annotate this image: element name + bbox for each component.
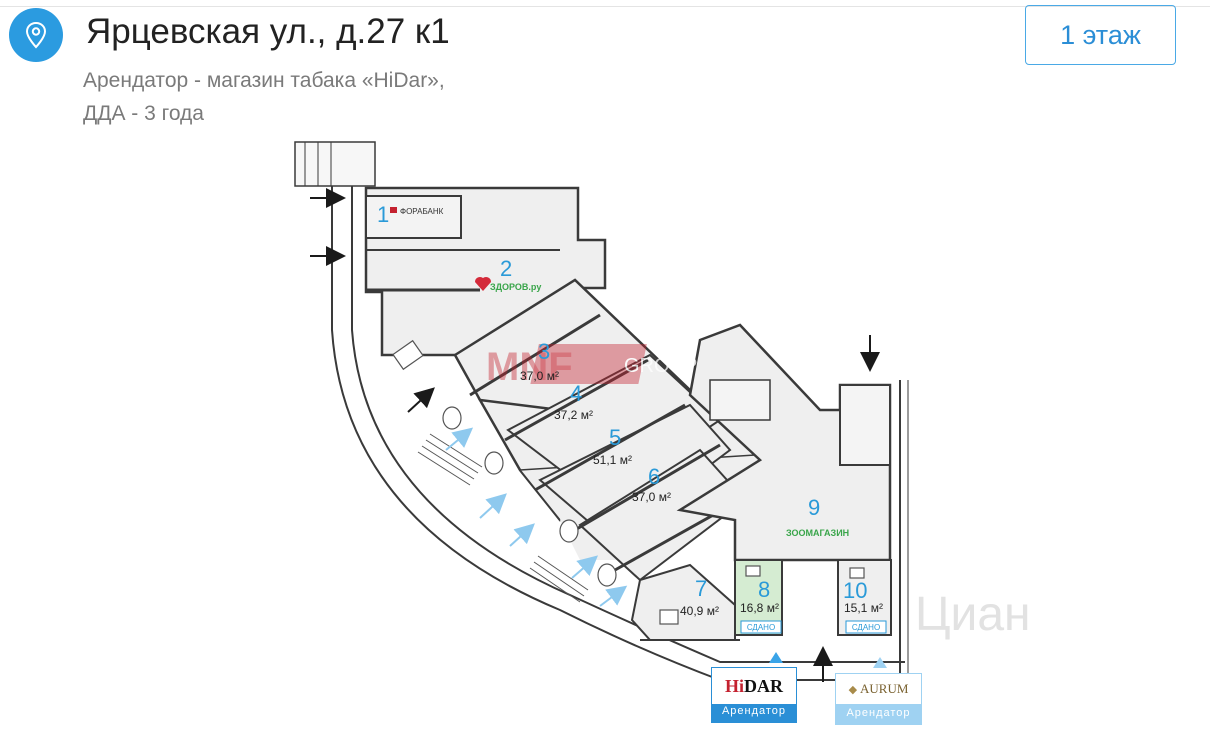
room-10-area: 15,1 м² [844, 601, 883, 615]
room-1-tenant: ФОРАБАНК [400, 207, 444, 216]
hidar-marker-icon [769, 652, 783, 663]
room-9-area [676, 323, 892, 562]
room-10-number: 10 [843, 578, 867, 603]
watermark-left: MNF [486, 345, 573, 389]
room-10-badge: СДАНО [852, 623, 880, 632]
top-divider [0, 6, 1210, 7]
heart-logo-icon [475, 276, 491, 291]
room-9-number: 9 [808, 495, 820, 520]
tenant-caption: Арендатор [846, 707, 911, 719]
room-4-number: 4 [570, 381, 582, 406]
room-5-number: 5 [609, 425, 621, 450]
building-shell [294, 141, 909, 681]
aurum-logo: ◆ AURUM [836, 674, 921, 704]
room-6-area: 37,0 м² [632, 490, 671, 504]
room-8-number: 8 [758, 577, 770, 602]
hidar-logo-prefix: Hi [724, 675, 744, 696]
room-7-area: 40,9 м² [680, 604, 719, 618]
forabank-logo-icon [390, 207, 397, 213]
floor-selector-button[interactable]: 1 этаж [1025, 5, 1176, 65]
room-7-number: 7 [695, 576, 707, 601]
room-labels: 1 ФОРАБАНК 2 ЗДОРОВ.ру 3 37,0 м² 4 37,2 … [377, 202, 887, 634]
unit-entrance-arrows [445, 427, 628, 607]
page-title: Ярцевская ул., д.27 к1 [86, 12, 450, 51]
watermark-right: GROUP [624, 355, 697, 377]
aurum-diamond-icon: ◆ [848, 683, 858, 696]
watermark: MNF GROUP [486, 344, 697, 389]
room-9-tenant: ЗООМАГАЗИН [786, 528, 849, 538]
entrance-steps [417, 433, 589, 603]
room-3-area: 37,0 м² [520, 369, 559, 383]
room-6-number: 6 [648, 464, 660, 489]
tenant-card-aurum[interactable]: ◆ AURUM Арендатор [835, 673, 922, 725]
aurum-logo-text: AURUM [860, 681, 909, 696]
room-4-area: 37,2 м² [554, 408, 593, 422]
room-3-number: 3 [538, 339, 550, 364]
subtitle-lease: ДДА - 3 года [83, 102, 204, 125]
tenant-caption: Арендатор [721, 705, 787, 717]
room-1-number: 1 [377, 202, 389, 227]
watermark-faint: Циан [915, 588, 1031, 641]
room-2-tenant: ЗДОРОВ.ру [490, 282, 541, 292]
entrance-arrows [310, 188, 880, 682]
fixtures [392, 339, 865, 625]
hidar-logo-text: DAR [744, 675, 783, 696]
tenant-card-hidar[interactable]: Hi DAR Арендатор [711, 667, 797, 723]
room-5-area: 51,1 м² [593, 453, 632, 467]
units-row [453, 278, 782, 641]
subtitle-tenant: Арендатор - магазин табака «HiDar», [83, 69, 445, 92]
aurum-marker-icon [873, 657, 887, 668]
hidar-logo: Hi DAR [712, 668, 796, 704]
room-8-area: 16,8 м² [740, 601, 779, 615]
room-2-number: 2 [500, 256, 512, 281]
map-pin-icon [9, 8, 63, 62]
room-8-badge: СДАНО [747, 623, 775, 632]
